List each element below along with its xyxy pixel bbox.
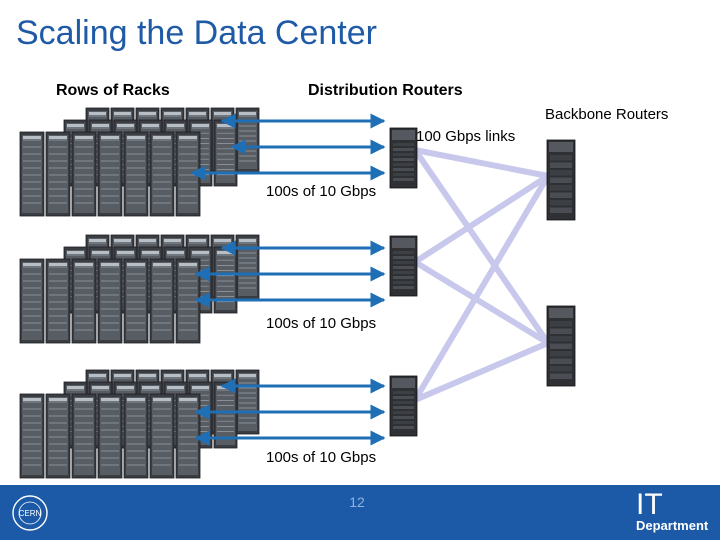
rack-row-group-1 — [19, 107, 260, 217]
mesh-link-1-2 — [412, 147, 551, 346]
rack-g2-l2-7 — [213, 246, 238, 314]
backbone-router-2 — [546, 305, 576, 387]
rack-g2-l3-4 — [97, 258, 123, 344]
rack-g3-l3-5 — [123, 393, 149, 479]
distribution-router-2 — [389, 235, 418, 297]
rack-g1-l3-2 — [45, 131, 71, 217]
rows-of-racks-label: Rows of Racks — [56, 82, 170, 99]
mesh-link-1-1 — [412, 147, 551, 179]
rack-g2-l3-1 — [19, 258, 45, 344]
mesh-link-3-2 — [412, 340, 551, 403]
rack-g3-l3-3 — [71, 393, 97, 479]
rack-g3-l3-4 — [97, 393, 123, 479]
link-label-group-3: 100s of 10 Gbps — [266, 449, 377, 466]
mesh-link-2-1 — [412, 173, 551, 265]
slide-title: Scaling the Data Center — [16, 14, 377, 52]
rack-g1-l3-5 — [123, 131, 149, 217]
rack-g1-l2-7 — [213, 119, 238, 187]
backbone-router-1 — [546, 139, 576, 221]
distribution-router-3 — [389, 375, 418, 437]
rack-g1-l3-1 — [19, 131, 45, 217]
rack-g2-l3-6 — [149, 258, 175, 344]
mesh-link-2-2 — [412, 259, 551, 346]
rack-g1-l3-4 — [97, 131, 123, 217]
cern-logo: CERN — [12, 495, 48, 531]
mesh-link-3-1 — [412, 173, 551, 403]
rack-g3-l3-2 — [45, 393, 71, 479]
backbone-routers-label: Backbone Routers — [545, 106, 669, 123]
it-logo-text: IT — [636, 488, 663, 521]
link-label-group-2: 100s of 10 Gbps — [266, 315, 377, 332]
distribution-routers-label: Distribution Routers — [308, 82, 463, 99]
rack-g3-l3-7 — [175, 393, 201, 479]
rack-g2-l1-7 — [235, 234, 260, 300]
link-label-group-1: 100s of 10 Gbps — [266, 183, 377, 200]
rack-g3-l3-6 — [149, 393, 175, 479]
rack-g3-l3-1 — [19, 393, 45, 479]
rack-g2-l3-2 — [45, 258, 71, 344]
svg-text:CERN: CERN — [19, 509, 42, 518]
network-diagram — [19, 107, 576, 479]
it-department-logo: IT Department — [636, 488, 709, 534]
100-gbps-links-label: 100 Gbps links — [416, 128, 516, 145]
rack-g1-l3-6 — [149, 131, 175, 217]
rack-g1-l3-3 — [71, 131, 97, 217]
department-logo-text: Department — [636, 518, 709, 533]
rack-g2-l3-5 — [123, 258, 149, 344]
page-number: 12 — [349, 494, 365, 510]
rack-row-group-2 — [19, 234, 260, 344]
rack-g3-l1-7 — [235, 369, 260, 435]
rack-g1-l1-7 — [235, 107, 260, 173]
rack-g2-l3-3 — [71, 258, 97, 344]
footer-bar: CERN — [0, 485, 720, 540]
distribution-router-1 — [389, 127, 418, 189]
